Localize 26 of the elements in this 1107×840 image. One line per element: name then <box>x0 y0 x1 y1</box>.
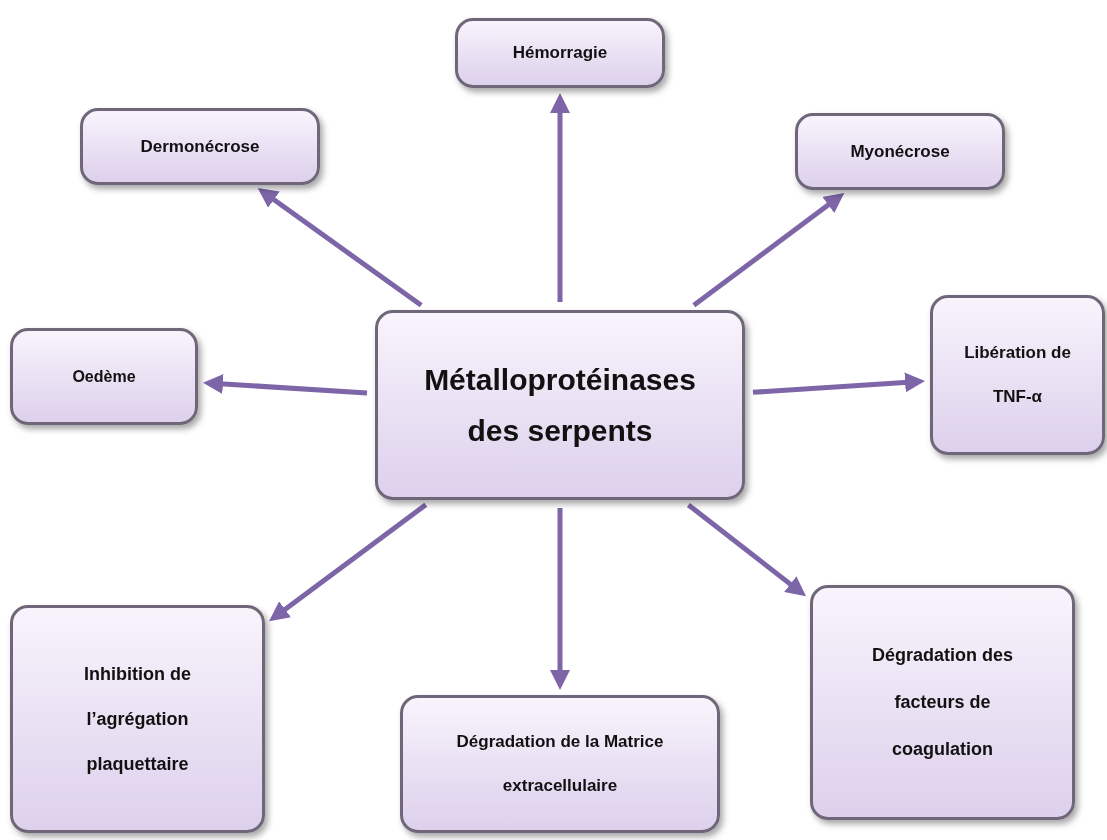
box-label: Hémorragie <box>512 42 608 65</box>
central-box <box>375 310 745 500</box>
arrow <box>257 187 423 308</box>
arrow <box>269 502 428 622</box>
box-label: Inhibition de l’agrégation plaquettaire <box>83 662 192 776</box>
box-label: Libération de TNF-α <box>963 341 1072 408</box>
title-text: Métalloprotéinases des serpents <box>423 362 697 449</box>
effect-box <box>10 328 198 425</box>
effect-box <box>930 295 1105 455</box>
box-label: Dégradation de la Matrice extracellulaire <box>455 730 665 797</box>
effect-box <box>400 695 720 833</box>
box-label: Dermonécrose <box>140 135 260 158</box>
arrow <box>550 93 570 302</box>
box-label: Myonécrose <box>850 140 950 163</box>
arrow <box>550 508 570 690</box>
effect-box <box>10 605 265 833</box>
box-label: Oedème <box>72 366 136 387</box>
box-label: Dégradation des facteurs de coagulation <box>871 644 1014 761</box>
arrow <box>692 193 845 308</box>
effect-box <box>80 108 320 185</box>
effect-box <box>810 585 1075 820</box>
arrow <box>752 372 925 395</box>
effect-box <box>795 113 1005 190</box>
arrow <box>686 502 807 597</box>
arrow <box>203 373 368 396</box>
effect-box <box>455 18 665 88</box>
